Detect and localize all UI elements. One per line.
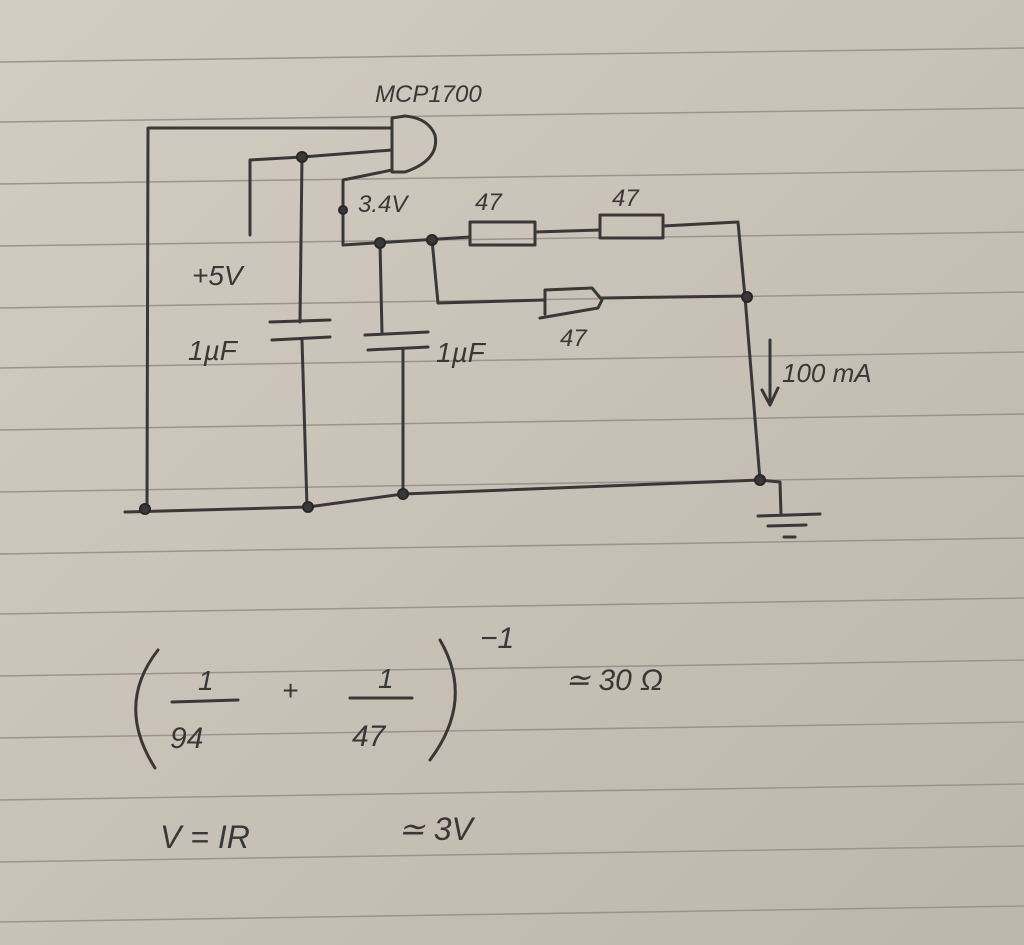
fraction-1-numerator: 1 [198,665,214,696]
capacitor-input-label: 1µF [188,335,239,366]
fraction-2-numerator: 1 [378,663,394,694]
wire-left-loop [145,126,394,512]
left-parenthesis [134,648,160,770]
fraction-1-bar [170,698,240,704]
junction-node [397,488,409,500]
input-voltage-label: +5V [192,260,245,291]
wire-r1-r2 [533,228,602,234]
junction-node [374,237,386,249]
regulator-label: MCP1700 [375,81,482,108]
ground-symbol [756,478,822,539]
output-voltage-label: 3.4V [358,191,409,218]
junction-node [338,205,348,215]
resistor-1 [468,220,537,247]
right-parenthesis [428,638,457,762]
wire-bottom-ground [123,478,762,514]
wire-input-cap-ground [300,338,309,509]
junction-node [139,503,151,515]
equations: 1 94 + 1 47 −1 ≃ 30 Ω V = IR ≃ 3V [134,622,663,855]
wire-input-cap [298,155,304,324]
capacitor-output [363,330,430,352]
fraction-2-denominator: 47 [352,720,387,753]
wire-r2-load [661,220,762,482]
current-label: 100 mA [782,358,872,388]
resistor-3 [538,286,604,320]
ohms-law: V = IR [160,819,250,855]
wire-r3 [430,238,547,305]
plus-sign: + [282,675,298,706]
current-arrow-icon [760,338,780,407]
wire-input [248,148,394,237]
junction-node [741,291,753,303]
exponent: −1 [480,622,514,655]
resistor-3-label: 47 [560,325,588,352]
junction-node [296,151,308,163]
wire-r3-load [600,294,750,300]
resistor-2-label: 47 [612,185,640,212]
capacitor-output-label: 1µF [436,337,487,368]
junction-node [754,474,766,486]
capacitor-input [268,318,332,342]
regulator-body [390,114,438,174]
ohms-result: ≃ 3V [398,811,476,847]
circuit-diagram: MCP1700 3.4V 47 47 47 +5V 1µF 1µF 100 mA [123,81,872,539]
resistor-1-label: 47 [475,189,503,216]
wire-output-cap [378,241,384,335]
junction-node [302,501,314,513]
fraction-1-denominator: 94 [170,722,203,755]
approx-result: ≃ 30 Ω [565,664,663,697]
junction-node [426,234,438,246]
